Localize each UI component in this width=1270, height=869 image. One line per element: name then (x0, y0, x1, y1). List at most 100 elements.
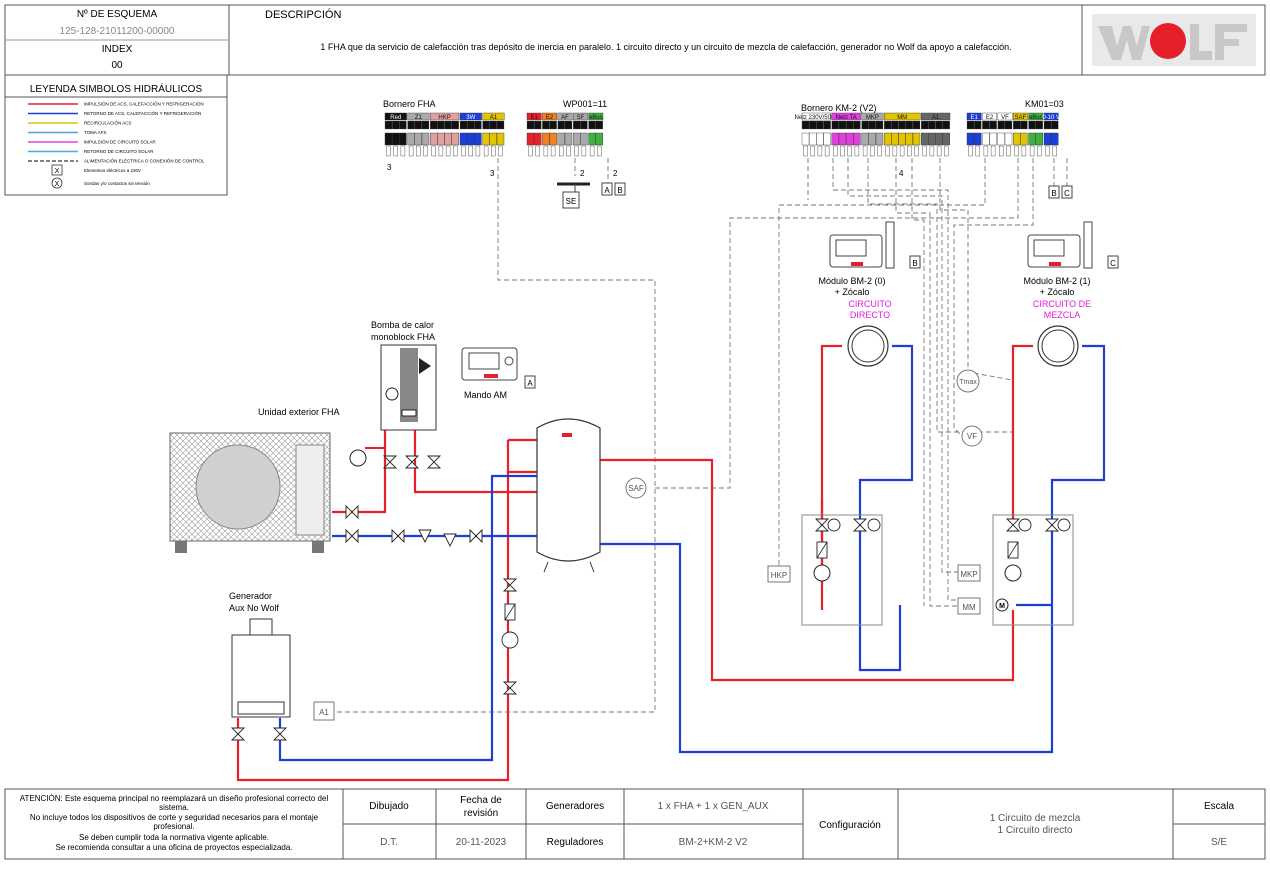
wolf-logo (1092, 14, 1256, 66)
svg-text:M: M (999, 603, 1005, 610)
terminal-screw (534, 132, 542, 146)
terminal-cell (384, 120, 393, 130)
tag-a-mando: A (527, 379, 533, 388)
footer-table: ATENCIÓN: Este esquema principal no reem… (4, 788, 1266, 860)
configuracion-label: Configuración (819, 820, 881, 831)
signal-tags: A B B C A B C SE 3 3 2 2 4 (387, 163, 1119, 389)
wire-count-mm: 4 (899, 169, 904, 178)
terminal-cell (399, 120, 407, 130)
terminal-group-label: E2 (986, 115, 994, 121)
terminal-cell (861, 120, 869, 130)
terminal-screw (437, 132, 445, 146)
terminal-screw (444, 132, 452, 146)
a1-box (313, 701, 335, 721)
terminal-group-label: Netz TA (836, 115, 857, 121)
valve-icon (345, 504, 359, 520)
terminal-group-head (997, 112, 1013, 121)
valve-icon (345, 528, 359, 544)
terminal-screw (801, 132, 810, 146)
terminal-cell (549, 120, 557, 130)
control-wiring (334, 158, 1068, 713)
mkp-box (957, 564, 981, 582)
terminal-cell (444, 120, 452, 130)
generadores-value: 1 x FHA + 1 x GEN_AUX (658, 801, 769, 812)
vf-label: VF (967, 432, 977, 441)
km01-label: KM01=03 (1025, 99, 1064, 109)
terminal-group-label: E1 (971, 115, 979, 121)
circuito-mezcla-2: MEZCLA (1044, 310, 1081, 320)
terminal-cell (935, 120, 943, 130)
terminal-group-label: 0-10 V (1042, 115, 1060, 121)
generadores-label: Generadores (546, 801, 604, 812)
terminal-cell (459, 120, 468, 130)
valve-icon (272, 727, 288, 741)
valve-icon (230, 727, 246, 741)
terminal-group-head (982, 112, 998, 121)
index-label: INDEX (102, 44, 133, 55)
terminal-cell (875, 120, 884, 130)
valve-icon (391, 528, 405, 544)
terminal-group-head (588, 112, 604, 121)
terminal-screw (1050, 132, 1059, 146)
terminal-screw (942, 132, 950, 146)
terminal-group-label: MM (897, 115, 907, 121)
tank-logo-icon (562, 433, 572, 437)
tag-b-km01: B (1051, 189, 1056, 198)
terminal-group-label: MKP (866, 115, 879, 121)
terminal-cell (838, 120, 847, 130)
valve-icon (502, 578, 518, 592)
terminal-cell (437, 120, 445, 130)
terminal-cell (421, 120, 430, 130)
circuito-directo-2: DIRECTO (850, 310, 890, 320)
terminal-screw (399, 132, 407, 146)
svg-text:X: X (55, 181, 60, 188)
terminal-cell (912, 120, 921, 130)
terminal-group-head (801, 112, 831, 121)
modulo0-label-2: + Zócalo (835, 287, 870, 297)
dibujado-label: Dibujado (369, 801, 409, 812)
se-box (562, 191, 580, 209)
filter-icon (443, 533, 457, 548)
terminal-cell (898, 120, 906, 130)
valves (230, 455, 1071, 741)
descripcion-label: DESCRIPCIÓN (265, 8, 341, 21)
terminal-screw (905, 132, 913, 146)
terminal-screw (542, 132, 550, 146)
terminal-cell (467, 120, 475, 130)
terminal-group-label: E1 (531, 115, 539, 121)
terminal-cell (1028, 120, 1036, 130)
wire-count-fha: 3 (387, 163, 392, 172)
circuito-mezcla-1: CIRCUITO DE (1033, 299, 1091, 309)
escala-label: Escala (1204, 801, 1234, 812)
radiator-direct-icon (847, 325, 889, 367)
terminal-group-label: AF (561, 115, 569, 121)
tag-b-top: B (617, 186, 622, 195)
terminal-group-head (831, 112, 861, 121)
filter-icon (418, 529, 432, 544)
reguladores-label: Reguladores (547, 837, 604, 848)
terminal-cell (982, 120, 990, 130)
generador-label-2: Aux No Wolf (229, 603, 279, 613)
atencion-line-2: sistema. (159, 803, 189, 812)
valve-icon (426, 455, 442, 469)
configuracion-value-2: 1 Circuito directo (997, 825, 1072, 836)
terminal-screw (474, 132, 482, 146)
terminal-screw (853, 132, 861, 146)
terminal-cell (496, 120, 505, 130)
terminal-cell (974, 120, 982, 130)
terminal-cell (816, 120, 824, 130)
terminal-screw (966, 132, 975, 146)
terminal-screw (384, 132, 393, 146)
terminal-screw (935, 132, 943, 146)
mm-label: MM (962, 603, 976, 612)
terminal-cell (1013, 120, 1021, 130)
valve-icon (1044, 518, 1060, 532)
escala-value: S/E (1211, 837, 1227, 848)
atencion-line-3: No incluye todos los dispositivos de cor… (30, 813, 319, 822)
terminal-screw (573, 132, 581, 146)
terminal-screw (1020, 132, 1028, 146)
terminal-cell (823, 120, 831, 130)
tmax-sensor (956, 369, 980, 393)
